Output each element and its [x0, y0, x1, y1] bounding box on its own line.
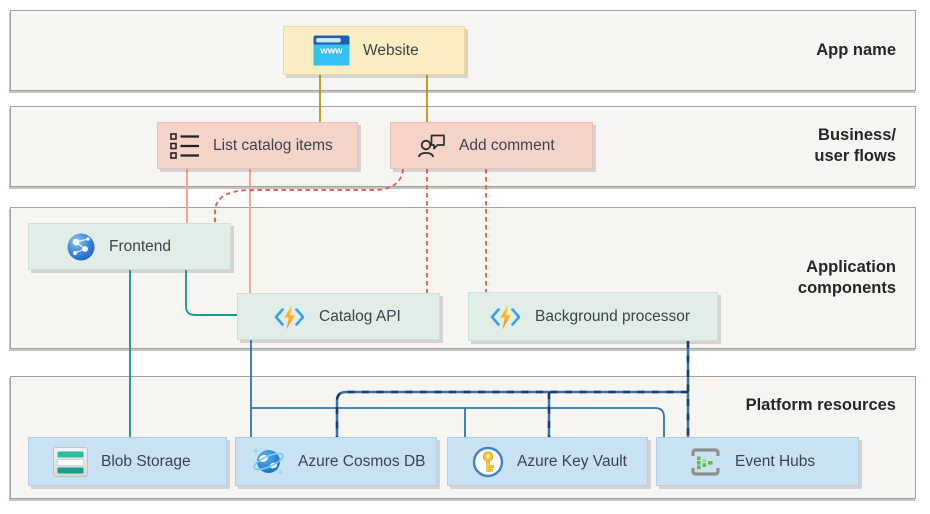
node-website: www Website [283, 26, 465, 75]
node-label: Catalog API [319, 307, 401, 325]
event-hubs-icon [691, 447, 720, 476]
node-label: Azure Key Vault [517, 452, 627, 470]
node-label: Event Hubs [735, 452, 816, 470]
node-add-comment: Add comment [390, 122, 593, 169]
edge-background_processor-cosmos_db [335, 390, 688, 437]
node-frontend: Frontend [28, 223, 231, 270]
node-catalog-api: Catalog API [237, 293, 440, 340]
person-feedback-icon [418, 134, 445, 158]
edge-background_processor-cosmos_db [335, 390, 688, 437]
blob-storage-icon [53, 446, 88, 477]
band-label-business-user-flows: Business/ user flows [814, 126, 896, 165]
node-cosmos-db: Azure Cosmos DB [235, 437, 437, 486]
node-background-processor: Background processor [468, 292, 718, 341]
node-key-vault: Azure Key Vault [447, 437, 648, 486]
node-list-catalog-items: List catalog items [157, 122, 358, 169]
node-label: Website [363, 41, 419, 59]
app-service-globe-icon [67, 233, 95, 260]
node-event-hubs: Event Hubs [656, 437, 859, 486]
edge-add_comment-frontend [214, 168, 404, 223]
node-label: Add comment [459, 136, 555, 154]
band-label-app-name: App name [816, 41, 896, 59]
node-blob-storage: Blob Storage [28, 437, 227, 486]
node-label: Blob Storage [101, 452, 191, 470]
function-app-icon [490, 304, 521, 329]
svg-text:www: www [319, 46, 343, 57]
function-app-icon [274, 304, 305, 329]
band-label-application-components: Application components [797, 258, 896, 297]
key-vault-icon [472, 446, 504, 477]
bulleted-list-icon [170, 132, 199, 159]
band-label-platform-resources: Platform resources [745, 396, 896, 414]
browser-www-icon: www [313, 35, 350, 66]
edge-frontend-catalog_api [185, 270, 237, 316]
edge-catalog_api-event_hubs [251, 407, 665, 437]
node-label: List catalog items [213, 136, 333, 154]
node-label: Frontend [109, 237, 172, 255]
cosmos-db-icon [252, 447, 284, 475]
band-application-components: Application components [10, 207, 916, 349]
node-label: Background processor [535, 307, 691, 325]
node-label: Azure Cosmos DB [298, 452, 426, 470]
